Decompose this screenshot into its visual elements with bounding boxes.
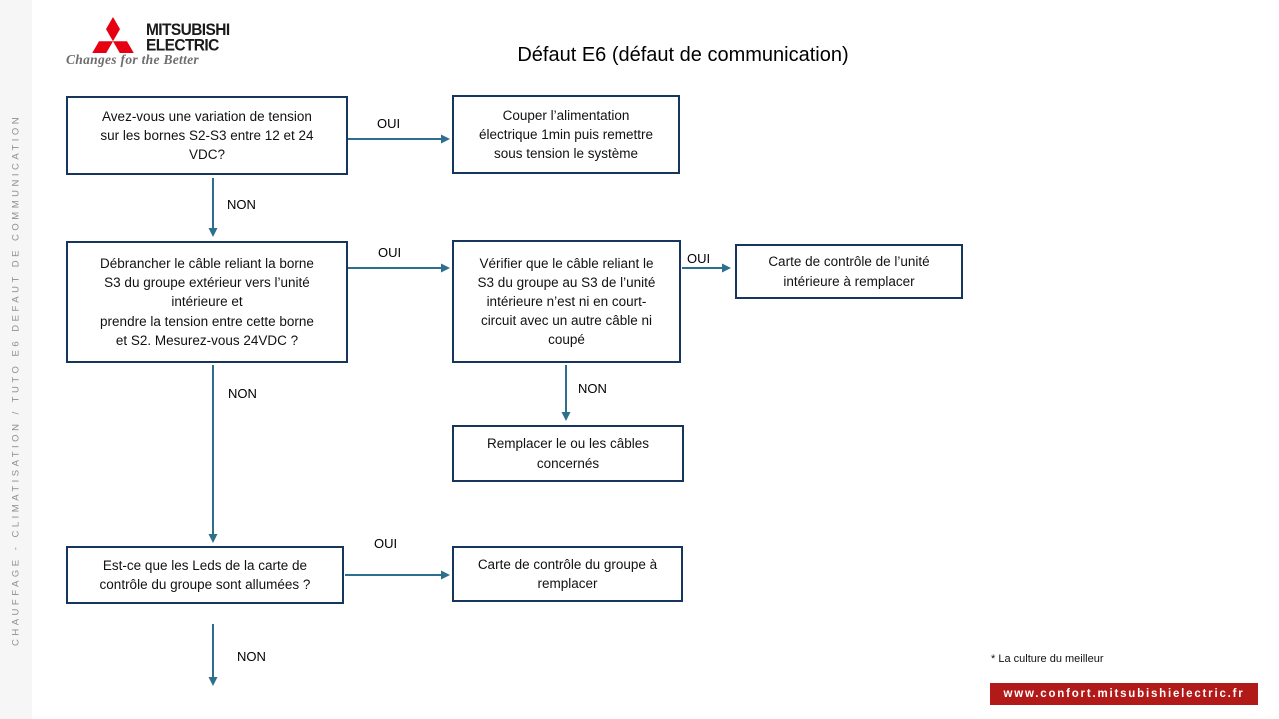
edge-label-oui-2: OUI — [378, 245, 402, 260]
edge-label-non-3: NON — [228, 386, 257, 401]
sidebar-vertical-label: CHAUFFAGE - CLIMATISATION / TUTO E6 DEFA… — [10, 113, 22, 647]
flow-box-remplacer-cables: Remplacer le ou les câbles concernés — [452, 425, 684, 482]
brand-tagline: Changes for the Better — [66, 52, 199, 67]
flow-box-couper-alimentation: Couper l’alimentation électrique 1min pu… — [452, 95, 680, 174]
brand-name-line1: MITSUBISHI — [146, 21, 230, 40]
flow-box-carte-unite-interieure: Carte de contrôle de l’unité intérieure … — [735, 244, 963, 299]
mitsubishi-three-diamonds-icon — [92, 17, 134, 54]
edge-label-non-1: NON — [227, 197, 256, 212]
edge-label-non-4: NON — [237, 649, 266, 664]
brand-name-line2: ELECTRIC — [146, 36, 219, 55]
page-title: Défaut E6 (défaut de communication) — [517, 44, 849, 66]
flow-box-debrancher-cable: Débrancher le câble reliant la borne S3 … — [66, 241, 348, 363]
edge-label-oui-4: OUI — [374, 536, 398, 551]
edge-label-oui-3: OUI — [687, 251, 711, 266]
edge-label-non-2: NON — [578, 381, 607, 396]
left-sidebar-strip: CHAUFFAGE - CLIMATISATION / TUTO E6 DEFA… — [0, 0, 32, 719]
edge-label-oui-1: OUI — [377, 116, 401, 131]
flow-box-carte-groupe: Carte de contrôle du groupe à remplacer — [452, 546, 683, 602]
website-banner[interactable]: www.confort.mitsubishielectric.fr — [990, 683, 1258, 705]
flow-box-variation-tension: Avez-vous une variation de tension sur l… — [66, 96, 348, 175]
flow-box-verifier-cable: Vérifier que le câble reliant le S3 du g… — [452, 240, 681, 363]
footnote: * La culture du meilleur — [991, 653, 1104, 665]
flow-box-leds-carte-groupe: Est-ce que les Leds de la carte de contr… — [66, 546, 344, 604]
brand-wordmark: MITSUBISHI ELECTRIC — [146, 21, 230, 55]
